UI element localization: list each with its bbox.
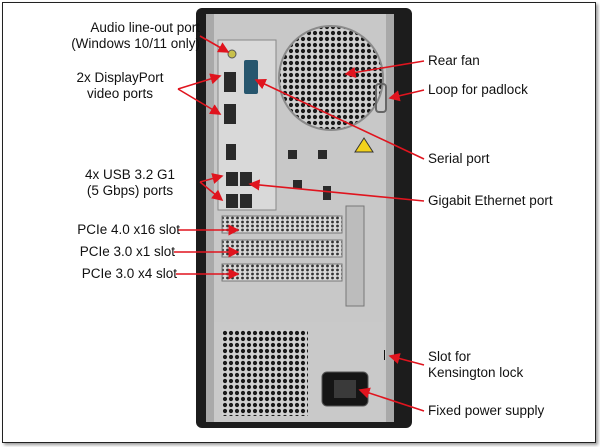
label-line: 2x DisplayPort [76, 70, 164, 85]
label-displayport: 2x DisplayPort video ports [65, 70, 175, 102]
label-usb: 4x USB 3.2 G1 (5 Gbps) ports [60, 167, 200, 199]
leader-lines [174, 35, 425, 412]
label-kensington: Slot for Kensington lock [428, 349, 523, 381]
power-supply [214, 322, 384, 420]
io-panel [217, 39, 277, 211]
label-line: (5 Gbps) ports [86, 183, 174, 198]
label-line: video ports [86, 86, 154, 101]
label-pcie-x16: PCIe 4.0 x16 slot [77, 222, 180, 237]
label-line: Slot for [428, 349, 471, 364]
label-audio-port: Audio line-out port (Windows 10/11 only) [71, 20, 200, 52]
label-line: Audio line-out port [90, 20, 200, 35]
label-rear-fan: Rear fan [428, 53, 480, 68]
label-ethernet-port: Gigabit Ethernet port [428, 193, 553, 208]
label-padlock-loop: Loop for padlock [428, 82, 528, 97]
label-pcie-x4: PCIe 3.0 x4 slot [81, 266, 177, 281]
label-line: 4x USB 3.2 G1 [84, 167, 176, 182]
label-power-supply: Fixed power supply [428, 403, 545, 418]
expansion-slots [221, 205, 365, 307]
label-line: (Windows 10/11 only) [71, 36, 200, 51]
label-line: Kensington lock [428, 365, 524, 380]
knockouts [288, 137, 374, 200]
label-pcie-x1: PCIe 3.0 x1 slot [79, 244, 175, 259]
label-serial-port: Serial port [428, 151, 490, 166]
padlock-loop [375, 83, 387, 113]
rear-fan [278, 25, 384, 131]
